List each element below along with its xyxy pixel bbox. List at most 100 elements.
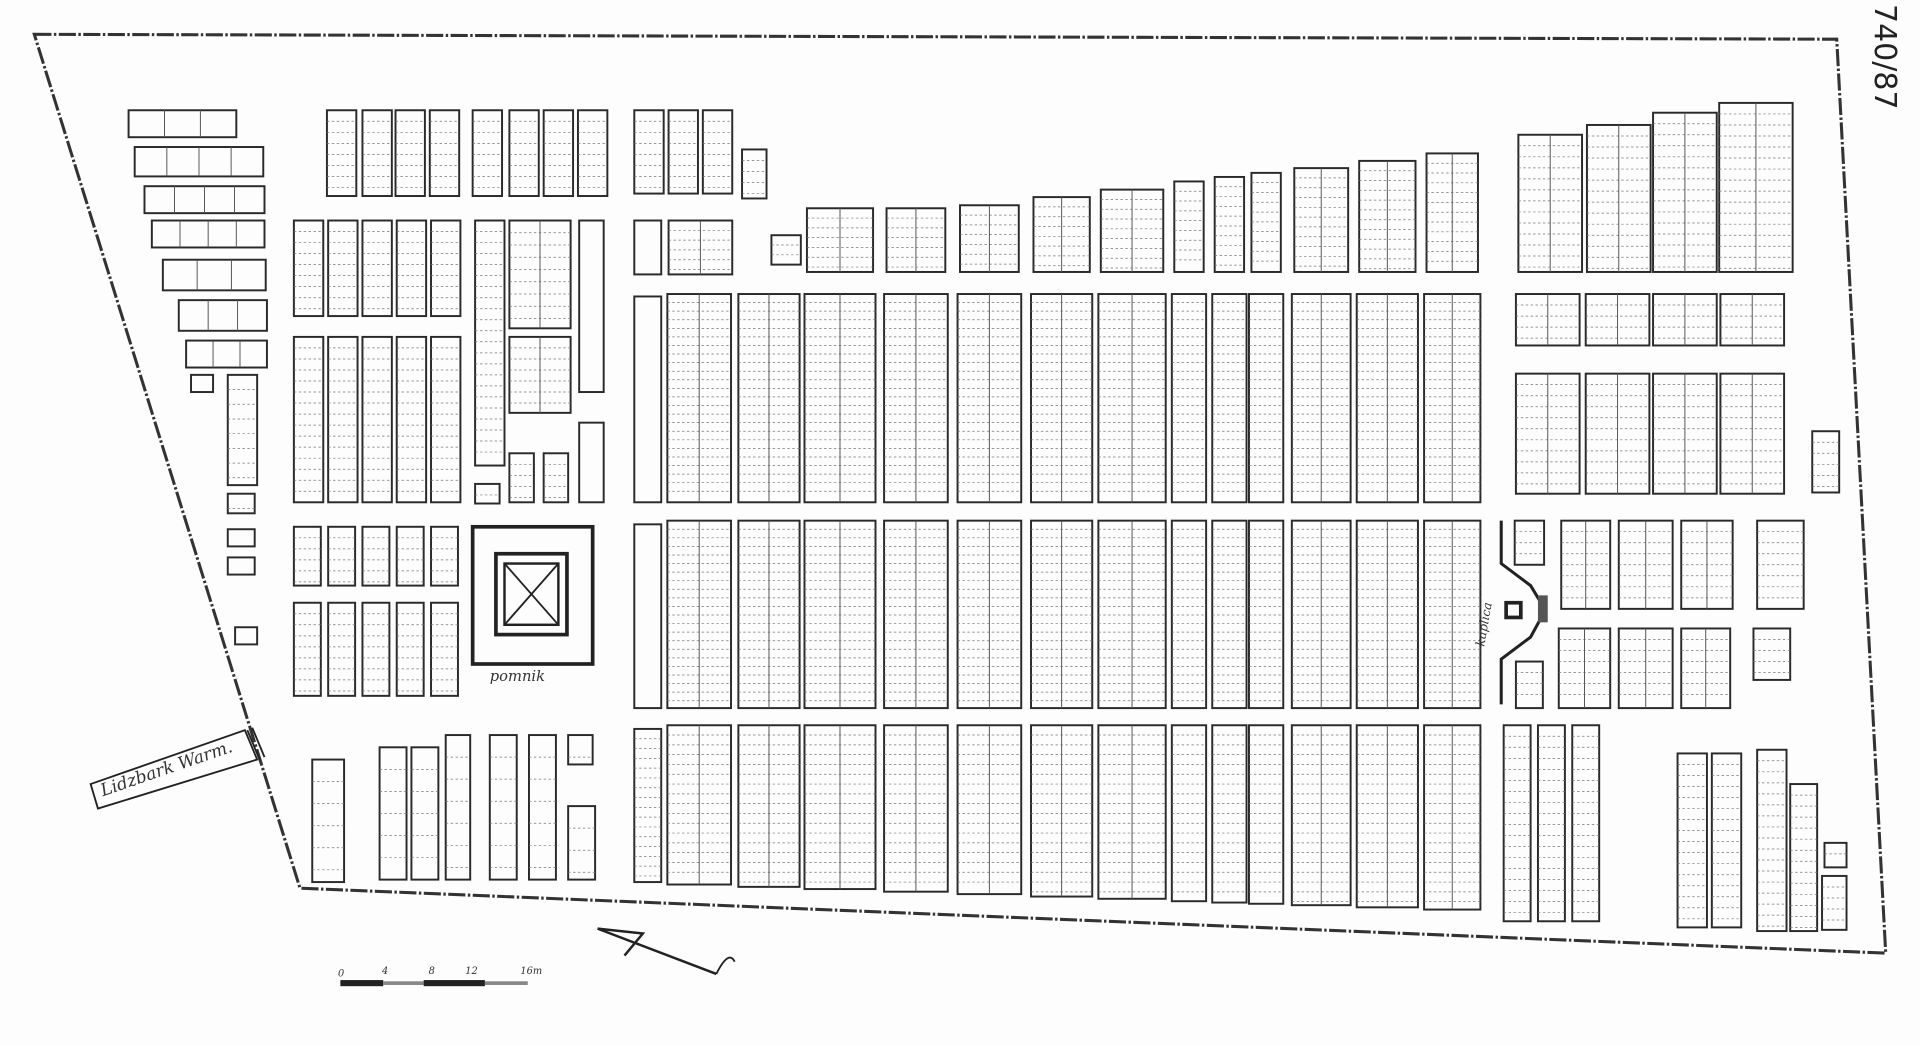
grave-plot-block — [542, 109, 575, 197]
scale-tick: 16m — [520, 966, 542, 977]
grave-plot-block — [161, 258, 267, 292]
grave-plot-block — [578, 219, 605, 394]
grave-plot-block — [444, 734, 472, 881]
grave-plot-block — [1752, 627, 1792, 681]
grave-plot-block — [430, 335, 462, 504]
grave-plot-block — [311, 758, 346, 884]
monument-label: pomnik — [490, 668, 545, 685]
grave-plot-block — [327, 335, 359, 504]
monument: pomnik — [470, 524, 595, 685]
grave-plot-block — [508, 452, 535, 504]
grave-plot-block — [226, 556, 256, 576]
grave-plot-block — [567, 805, 597, 881]
grave-plot-block — [1756, 748, 1788, 933]
grave-plot-block — [327, 219, 359, 318]
grave-plot-block — [428, 109, 461, 197]
grave-plot-block — [633, 219, 663, 276]
grave-plot-block — [508, 109, 540, 197]
grave-plot-block — [1248, 724, 1285, 905]
grave-plot-block — [395, 601, 425, 697]
grave-plot-block — [633, 727, 663, 884]
grave-plot-block — [471, 109, 504, 197]
grave-plot-block — [185, 339, 268, 369]
grave-plot-block — [1536, 724, 1566, 923]
grave-plot-block — [741, 148, 768, 200]
cemetery-boundary — [32, 32, 1888, 955]
grave-plot-block — [528, 734, 557, 881]
grave-plot-block — [667, 109, 699, 195]
grave-plot-block — [361, 109, 393, 197]
grave-plot-block — [190, 373, 215, 394]
grave-plot-block — [325, 109, 358, 197]
grave-plot-block — [1821, 874, 1848, 931]
grave-plot-block — [1248, 293, 1285, 504]
scale-tick: 12 — [465, 966, 477, 977]
grave-plot-block — [292, 219, 325, 318]
grave-plot-block — [1823, 841, 1848, 869]
grave-plot-block — [292, 335, 325, 504]
road-label: Lidzbark Warm. — [97, 737, 235, 801]
grave-plot-block — [226, 492, 256, 515]
grave-plot-block — [701, 109, 734, 195]
grave-plot-block — [1173, 180, 1205, 273]
scale-tick: 4 — [381, 966, 388, 977]
grave-plot-block — [127, 109, 238, 139]
grave-plot-block — [395, 335, 428, 504]
grave-plot-block — [1502, 724, 1532, 923]
grave-plot-block — [1676, 752, 1708, 929]
grave-plot-block — [394, 109, 426, 197]
grave-plot-block — [361, 601, 391, 697]
grave-plot-block — [633, 523, 663, 710]
grave-plot-block — [542, 452, 570, 504]
grave-plot-block — [1211, 519, 1248, 710]
grave-plot-block — [1514, 660, 1544, 710]
grave-plot-block — [1571, 724, 1601, 923]
road-sign: Lidzbark Warm. — [89, 727, 266, 810]
grave-plot-block — [1789, 783, 1819, 933]
grave-plot-block — [1811, 430, 1841, 494]
grave-plot-block — [1250, 171, 1282, 273]
grave-plot-block — [226, 373, 259, 487]
grave-plot-block — [395, 525, 425, 587]
grave-plot-block — [1170, 293, 1208, 504]
grave-plot-block — [1211, 724, 1248, 904]
grave-plot-block — [1170, 519, 1208, 710]
grave-plot-block — [633, 109, 665, 195]
grave-plot-block — [292, 601, 322, 697]
north-arrow-icon — [597, 927, 736, 976]
grave-plot-block — [1248, 519, 1285, 710]
grave-plot-block — [361, 219, 393, 318]
grave-plot-block — [567, 734, 594, 766]
grave-plot-block — [1211, 293, 1248, 504]
grave-plot-block — [633, 295, 663, 504]
grave-plot-block — [177, 299, 268, 332]
grave-plot-block — [395, 219, 428, 318]
grave-plot-block — [1710, 752, 1743, 929]
grave-plot-block — [410, 746, 440, 881]
grave-plot-block — [488, 734, 518, 881]
grave-plot-block — [576, 109, 609, 197]
grave-plot-block — [430, 601, 459, 697]
chapel: kaplica — [1473, 520, 1548, 705]
scale-tick: 8 — [429, 966, 435, 977]
chapel-label: kaplica — [1473, 601, 1495, 647]
grave-plot-block — [378, 746, 408, 881]
grave-plot-block — [361, 525, 391, 587]
grave-plot-block — [292, 525, 322, 587]
grave-plot-block — [430, 525, 459, 587]
grave-plot-block — [327, 601, 357, 697]
grave-plot-block — [226, 528, 256, 548]
grave-plot-block — [327, 525, 357, 587]
scale-tick: 0 — [338, 968, 344, 979]
grave-plot-block — [361, 335, 393, 504]
grave-plot-block — [474, 482, 501, 505]
grave-plot-block — [234, 626, 259, 646]
grave-plot-block — [1213, 175, 1246, 273]
grave-plot-block — [474, 219, 506, 467]
grave-plot-blocks — [127, 101, 1848, 933]
grave-plot-block — [430, 219, 462, 318]
grave-plot-block — [578, 421, 605, 504]
scale-bar: 0 4 8 12 16m — [338, 966, 542, 987]
grave-plot-block — [770, 234, 802, 266]
